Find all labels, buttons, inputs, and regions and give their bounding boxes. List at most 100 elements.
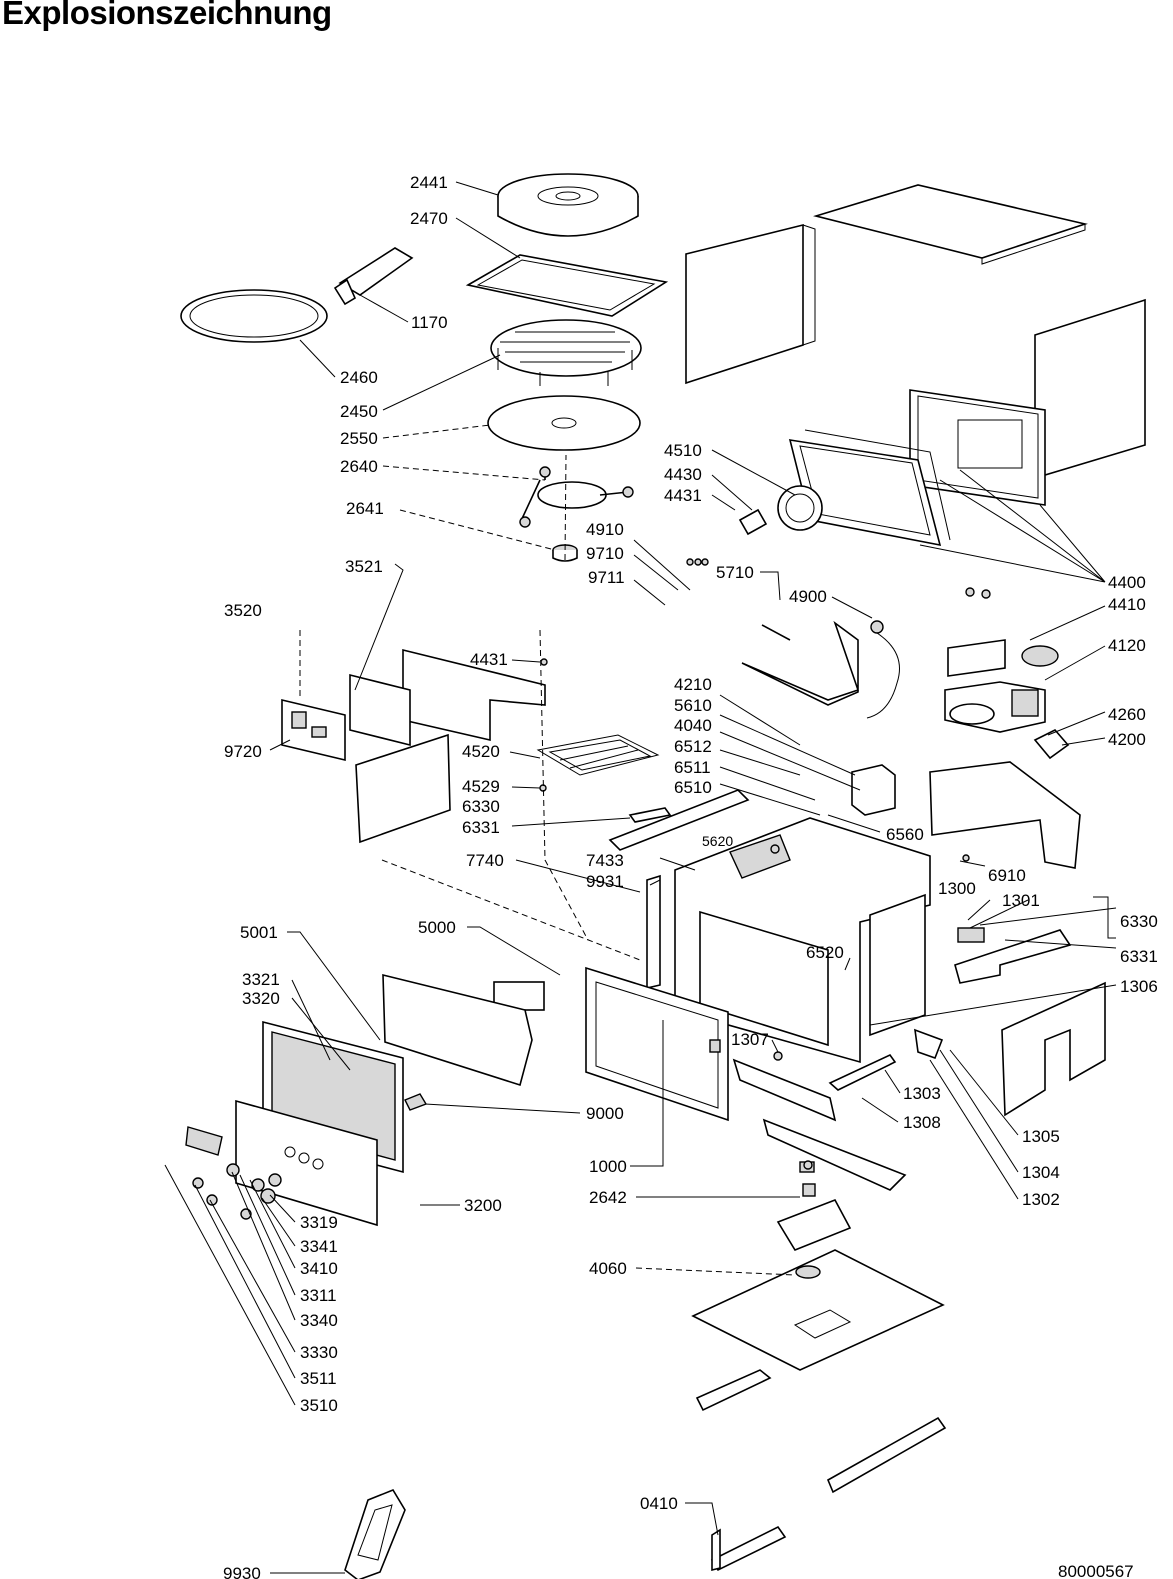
label-1300: 1300 — [938, 879, 976, 898]
label-4120: 4120 — [1108, 636, 1146, 655]
label-1301: 1301 — [1002, 891, 1040, 910]
label-2550: 2550 — [340, 429, 378, 448]
part-cavity-frame — [909, 389, 1046, 506]
label-4520: 4520 — [462, 742, 500, 761]
label-6512: 6512 — [674, 737, 712, 756]
part-chassis-right — [929, 761, 1081, 869]
part-insulation-left — [355, 733, 451, 844]
label-2460: 2460 — [340, 368, 378, 387]
part-4510-fan — [777, 485, 823, 531]
label-4410: 4410 — [1108, 595, 1146, 614]
label-6560: 6560 — [886, 825, 924, 844]
label-6511: 6511 — [674, 758, 711, 777]
label-2642: 2642 — [589, 1188, 627, 1207]
part-3200-panel — [235, 1099, 378, 1227]
label-7433: 7433 — [586, 851, 624, 870]
part-6330-rail — [628, 807, 672, 823]
label-4200: 4200 — [1108, 730, 1146, 749]
part-9000-clip — [404, 1093, 428, 1111]
label-5610: 5610 — [674, 696, 712, 715]
label-3330: 3330 — [300, 1343, 338, 1362]
part-screws — [539, 558, 991, 1170]
label-4431-b: 4431 — [470, 650, 508, 669]
label-1304: 1304 — [1022, 1163, 1060, 1182]
part-control-housing — [382, 973, 533, 1087]
part-9930-handle — [344, 1489, 406, 1579]
part-3511-knob-cap — [185, 1126, 223, 1156]
label-3521: 3521 — [345, 557, 383, 576]
label-2450: 2450 — [340, 402, 378, 421]
part-4120-magnetron — [944, 681, 1046, 733]
part-3521-bracket — [349, 648, 546, 747]
part-3311-knobs — [192, 1163, 282, 1220]
label-9931: 9931 — [586, 872, 624, 891]
part-9720-board — [281, 698, 346, 762]
label-9000: 9000 — [586, 1104, 624, 1123]
part-4430-fan-blade — [738, 508, 768, 536]
label-6330-b: 6330 — [1120, 912, 1158, 931]
label-3341: 3341 — [300, 1237, 338, 1256]
label-5000: 5000 — [418, 918, 456, 937]
label-6331-a: 6331 — [462, 818, 500, 837]
part-2640-roller — [519, 466, 634, 528]
part-4900-sensor — [761, 620, 900, 719]
label-1303: 1303 — [903, 1084, 941, 1103]
label-1302: 1302 — [1022, 1190, 1060, 1209]
label-3510: 3510 — [300, 1396, 338, 1415]
part-4210-plate — [741, 620, 860, 706]
label-4060: 4060 — [589, 1259, 627, 1278]
label-3319: 3319 — [300, 1213, 338, 1232]
label-4431: 4431 — [664, 486, 702, 505]
label-3511: 3511 — [300, 1369, 337, 1388]
label-6910: 6910 — [988, 866, 1026, 885]
label-4040: 4040 — [674, 716, 712, 735]
label-7740: 7740 — [466, 851, 504, 870]
label-5001: 5001 — [240, 923, 278, 942]
part-6510-rail — [608, 789, 750, 851]
part-4410-motor — [947, 639, 1059, 677]
label-6520: 6520 — [806, 943, 844, 962]
part-6331-rail — [954, 927, 1072, 984]
label-6331-b: 6331 — [1120, 947, 1158, 966]
label-9930: 9930 — [223, 1564, 261, 1579]
part-left-side-panel — [685, 223, 816, 385]
label-9720: 9720 — [224, 742, 262, 761]
label-4910: 4910 — [586, 520, 624, 539]
label-1170: 1170 — [411, 313, 448, 332]
part-1303-rail — [828, 1053, 897, 1091]
part-9931-strip — [646, 874, 661, 990]
part-rear-panel — [1034, 298, 1146, 480]
part-2441-pan — [497, 173, 639, 237]
page-title: Explosionszeichnung — [2, 0, 332, 31]
part-bottom-rail — [762, 1118, 907, 1191]
label-6510: 6510 — [674, 778, 712, 797]
part-1170-lifter — [333, 247, 414, 306]
label-9710: 9710 — [586, 544, 624, 563]
label-1306: 1306 — [1120, 977, 1158, 996]
label-4430: 4430 — [664, 465, 702, 484]
part-2470-tray — [465, 254, 669, 317]
label-2641: 2641 — [346, 499, 384, 518]
label-2640: 2640 — [340, 457, 378, 476]
label-2441: 2441 — [410, 173, 448, 192]
part-4520-heater — [536, 734, 660, 776]
label-5620: 5620 — [702, 833, 733, 849]
label-0410: 0410 — [640, 1494, 678, 1513]
label-1000: 1000 — [589, 1157, 627, 1176]
part-labels: 2441 2470 1170 2460 2450 2550 2640 2641 … — [223, 173, 1158, 1579]
label-1308: 1308 — [903, 1113, 941, 1132]
leader-lines — [164, 181, 1117, 1574]
label-3410: 3410 — [300, 1259, 338, 1278]
part-1307-rail — [732, 1058, 837, 1122]
label-4510: 4510 — [664, 441, 702, 460]
label-4529: 4529 — [462, 777, 500, 796]
part-1302-bracket — [914, 1028, 944, 1060]
label-3200: 3200 — [464, 1196, 502, 1215]
label-4900: 4900 — [789, 587, 827, 606]
label-6330-a: 6330 — [462, 797, 500, 816]
label-3520: 3520 — [224, 601, 262, 620]
label-4210: 4210 — [674, 675, 712, 694]
part-top-cover — [813, 184, 1088, 265]
drawing-number: 80000567 — [1058, 1562, 1134, 1579]
part-foot-rail-right — [826, 1416, 947, 1494]
